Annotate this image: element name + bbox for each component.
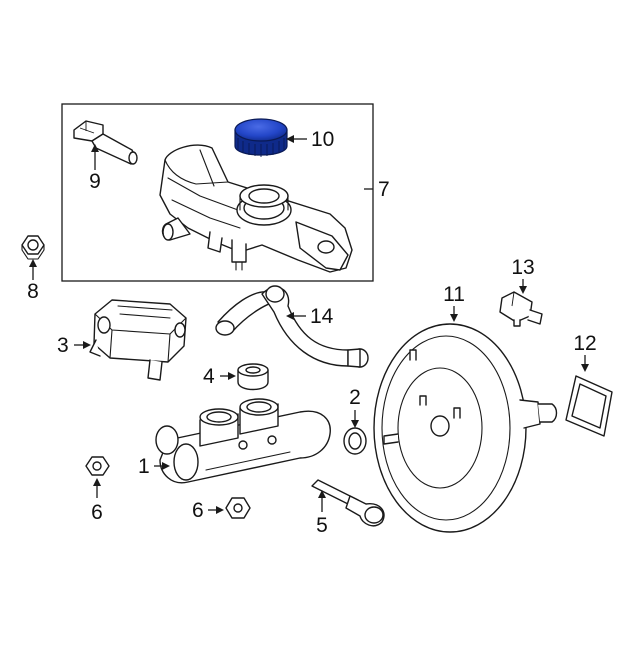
- part-14-reservoir-hose[interactable]: [215, 285, 369, 368]
- part-8-nut[interactable]: [21, 235, 45, 260]
- part-12-gasket[interactable]: [565, 375, 613, 437]
- part-7-brake-fluid-reservoir[interactable]: [159, 144, 353, 273]
- callout-10: 10: [311, 128, 334, 151]
- part-6-nut-left[interactable]: [85, 456, 110, 476]
- part-1-master-cylinder[interactable]: [155, 398, 331, 484]
- part-10-reservoir-cap[interactable]: [234, 118, 288, 157]
- callout-13: 13: [511, 256, 534, 279]
- part-11-brake-booster[interactable]: [373, 323, 558, 533]
- callout-8: 8: [27, 280, 39, 303]
- callout-11: 11: [443, 283, 465, 306]
- part-6-nut-center[interactable]: [225, 497, 251, 519]
- leader-lines: [29, 135, 589, 514]
- callout-1: 1: [138, 455, 150, 478]
- part-2-seal-ring[interactable]: [343, 427, 367, 455]
- callout-4: 4: [203, 365, 215, 388]
- part-13-vacuum-sensor[interactable]: [499, 291, 543, 327]
- part-9-level-sensor[interactable]: [73, 120, 138, 165]
- reservoir-group-box: [61, 103, 374, 282]
- callout-12: 12: [573, 332, 596, 355]
- callout-3: 3: [57, 334, 69, 357]
- callout-2: 2: [349, 386, 361, 409]
- callout-6-center: 6: [192, 499, 204, 522]
- callout-7: 7: [378, 178, 390, 201]
- part-5-push-rod[interactable]: [311, 479, 385, 527]
- callout-6-left: 6: [91, 501, 103, 524]
- callout-14: 14: [310, 305, 334, 328]
- callout-9: 9: [89, 170, 101, 193]
- part-4-grommet[interactable]: [237, 363, 269, 391]
- part-3-brake-module[interactable]: [89, 299, 187, 381]
- callout-5: 5: [316, 514, 328, 537]
